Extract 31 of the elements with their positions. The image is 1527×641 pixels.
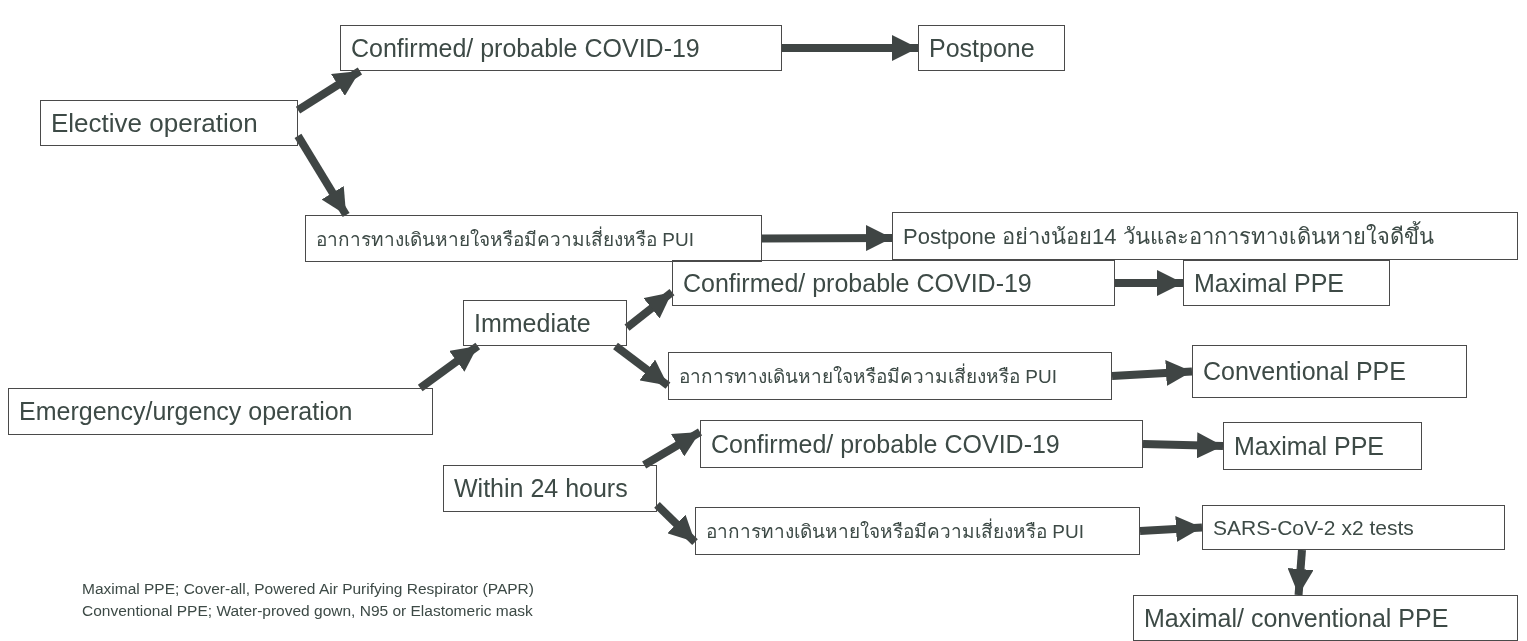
process-box: Within 24 hours (443, 465, 657, 512)
process-box: Maximal PPE (1183, 260, 1390, 306)
arrow (1287, 549, 1314, 596)
arrow (642, 428, 703, 469)
process-box: อาการทางเดินหายใจหรือมีความเสี่ยงหรือ PUI (695, 507, 1140, 555)
process-box: อาการทางเดินหายใจหรือมีความเสี่ยงหรือ PUI (305, 215, 762, 262)
arrow (613, 342, 671, 389)
process-box: Postpone อย่างน้อย14 วันและอาการทางเดินหายใจดีขึ้น (892, 212, 1518, 260)
arrow (624, 289, 675, 331)
note: Maximal PPE; Cover-all, Powered Air Purifying Respirator (PAPR) (82, 580, 534, 598)
arrow (654, 502, 698, 545)
process-box: Confirmed/ probable COVID-19 (700, 420, 1143, 468)
process-box: Maximal/ conventional PPE (1133, 595, 1518, 641)
process-box: Postpone (918, 25, 1065, 71)
process-box: Confirmed/ probable COVID-19 (672, 260, 1115, 306)
process-box: Conventional PPE (1192, 345, 1467, 398)
process-box: Elective operation (40, 100, 298, 146)
process-box: Maximal PPE (1223, 422, 1422, 470)
arrow (417, 342, 481, 392)
arrow (762, 225, 892, 252)
arrow (295, 67, 362, 114)
process-box: Emergency/urgency operation (8, 388, 433, 435)
arrow (294, 133, 350, 218)
arrow (1139, 516, 1203, 542)
arrow (1111, 360, 1193, 386)
note: Conventional PPE; Water-proved gown, N95 or Elastomeric mask (82, 602, 533, 620)
process-box: Confirmed/ probable COVID-19 (340, 25, 782, 71)
arrow (1142, 432, 1224, 459)
process-box: SARS-CoV-2 x2 tests (1202, 505, 1505, 550)
process-box: Immediate (463, 300, 627, 346)
process-box: อาการทางเดินหายใจหรือมีความเสี่ยงหรือ PUI (668, 352, 1112, 400)
